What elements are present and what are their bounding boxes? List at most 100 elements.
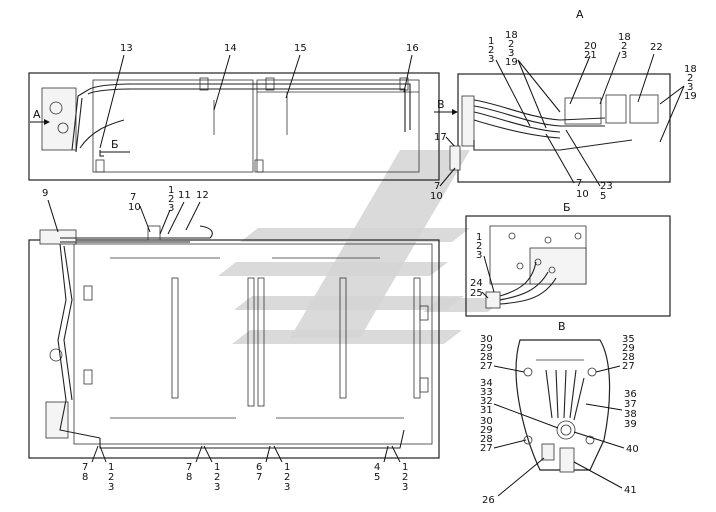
svg-text:7: 7 bbox=[256, 472, 262, 483]
svg-text:3: 3 bbox=[476, 250, 482, 261]
svg-text:3: 3 bbox=[488, 54, 494, 65]
callout-15: 15 bbox=[294, 43, 307, 54]
svg-text:18: 18 bbox=[684, 64, 697, 75]
callout-16: 16 bbox=[406, 43, 419, 54]
callout-group-20-21: 20 21 bbox=[584, 41, 597, 61]
callout-group-18-19: 18 2 3 19 bbox=[505, 30, 518, 68]
svg-text:2: 2 bbox=[402, 472, 408, 483]
view-v-title: В bbox=[558, 320, 566, 333]
svg-text:27: 27 bbox=[480, 443, 493, 454]
view-a: А В 1 2 3 18 2 3 19 20 21 bbox=[430, 8, 697, 202]
view-arrow-v-label: В bbox=[437, 98, 445, 111]
svg-text:1: 1 bbox=[284, 462, 290, 473]
view-a-title: А bbox=[576, 8, 584, 21]
callout-26: 26 bbox=[482, 495, 495, 506]
view-v: В 30 29 28 27 35 29 28 27 34 3 bbox=[480, 320, 639, 506]
svg-text:32: 32 bbox=[480, 396, 493, 407]
svg-text:20: 20 bbox=[584, 41, 597, 52]
svg-text:27: 27 bbox=[480, 361, 493, 372]
svg-text:3: 3 bbox=[621, 50, 627, 61]
callout-17: 17 bbox=[434, 132, 447, 143]
bottom-callout-group-1: 7 8 1 2 3 bbox=[82, 445, 114, 493]
svg-text:2: 2 bbox=[621, 41, 627, 52]
svg-text:3: 3 bbox=[108, 482, 114, 493]
callout-group-1-2-3-top: 1 2 3 bbox=[488, 36, 494, 65]
view-arrow-a-label: А bbox=[33, 108, 41, 121]
callout-9: 9 bbox=[42, 188, 48, 199]
section-arrow-b-label: Б bbox=[111, 138, 119, 151]
svg-text:2: 2 bbox=[687, 73, 693, 84]
svg-text:19: 19 bbox=[505, 57, 518, 68]
callout-10c: 10 bbox=[576, 189, 589, 200]
svg-text:36: 36 bbox=[624, 389, 637, 400]
callout-23: 23 bbox=[600, 181, 613, 192]
svg-text:3: 3 bbox=[402, 482, 408, 493]
callout-group-18-2-3: 18 2 3 bbox=[618, 32, 631, 61]
callout-group-30-27-b: 30 29 28 27 bbox=[480, 416, 493, 454]
watermark-logo-icon bbox=[218, 150, 505, 344]
bottom-callout-group-4: 4 5 1 2 3 bbox=[374, 445, 408, 493]
callout-14: 14 bbox=[224, 43, 237, 54]
svg-text:34: 34 bbox=[480, 378, 493, 389]
svg-text:37: 37 bbox=[624, 399, 637, 410]
svg-text:18: 18 bbox=[618, 32, 631, 43]
svg-text:8: 8 bbox=[186, 472, 192, 483]
callout-11: 11 bbox=[178, 190, 191, 201]
bottom-callout-group-3: 6 7 1 2 3 bbox=[256, 445, 290, 493]
top-main-view: А Б 13 14 15 16 bbox=[28, 43, 440, 181]
callout-10b: 10 bbox=[430, 191, 443, 202]
svg-text:1: 1 bbox=[108, 462, 114, 473]
svg-text:3: 3 bbox=[214, 482, 220, 493]
svg-text:3: 3 bbox=[284, 482, 290, 493]
svg-text:5: 5 bbox=[374, 472, 380, 483]
svg-text:35: 35 bbox=[622, 334, 635, 345]
svg-text:29: 29 bbox=[480, 425, 493, 436]
svg-text:39: 39 bbox=[624, 419, 637, 430]
svg-text:2: 2 bbox=[508, 39, 514, 50]
svg-text:28: 28 bbox=[480, 434, 493, 445]
svg-text:28: 28 bbox=[480, 352, 493, 363]
svg-text:21: 21 bbox=[584, 50, 597, 61]
callout-41: 41 bbox=[624, 485, 637, 496]
callout-7b: 7 bbox=[434, 181, 440, 192]
svg-text:33: 33 bbox=[480, 387, 493, 398]
svg-text:29: 29 bbox=[480, 343, 493, 354]
svg-text:19: 19 bbox=[684, 91, 697, 102]
callout-40: 40 bbox=[626, 444, 639, 455]
svg-text:7: 7 bbox=[82, 462, 88, 473]
svg-text:1: 1 bbox=[402, 462, 408, 473]
svg-text:1: 1 bbox=[476, 232, 482, 243]
callout-7c: 7 bbox=[576, 178, 582, 189]
callout-13: 13 bbox=[120, 43, 133, 54]
svg-text:2: 2 bbox=[214, 472, 220, 483]
svg-text:3: 3 bbox=[508, 48, 514, 59]
svg-text:27: 27 bbox=[622, 361, 635, 372]
bottom-callout-group-2: 7 8 1 2 3 bbox=[186, 445, 220, 493]
svg-text:2: 2 bbox=[476, 241, 482, 252]
callout-group-1-2-3-b: 1 2 3 bbox=[476, 232, 482, 261]
svg-text:7: 7 bbox=[186, 462, 192, 473]
svg-text:1: 1 bbox=[168, 185, 174, 196]
svg-text:18: 18 bbox=[505, 30, 518, 41]
view-arrow-icon bbox=[452, 109, 458, 115]
svg-text:4: 4 bbox=[374, 462, 380, 473]
svg-text:2: 2 bbox=[168, 194, 174, 205]
callout-24: 24 bbox=[470, 278, 483, 289]
view-b: Б 1 2 3 24 25 bbox=[465, 201, 671, 317]
svg-text:8: 8 bbox=[82, 472, 88, 483]
svg-text:2: 2 bbox=[488, 45, 494, 56]
svg-text:28: 28 bbox=[622, 352, 635, 363]
callout-5a: 5 bbox=[600, 191, 606, 202]
callout-10a: 10 bbox=[128, 202, 141, 213]
callout-group-36-39: 36 37 38 39 bbox=[624, 389, 637, 430]
callout-25: 25 bbox=[470, 288, 483, 299]
svg-text:3: 3 bbox=[687, 82, 693, 93]
callout-group-30-27-a: 30 29 28 27 bbox=[480, 334, 493, 372]
bottom-main-view: 9 7 10 1 2 3 11 12 bbox=[28, 185, 440, 459]
svg-text:3: 3 bbox=[168, 203, 174, 214]
svg-text:1: 1 bbox=[214, 462, 220, 473]
svg-text:2: 2 bbox=[108, 472, 114, 483]
svg-text:2: 2 bbox=[284, 472, 290, 483]
view-arrow-icon bbox=[44, 119, 50, 125]
